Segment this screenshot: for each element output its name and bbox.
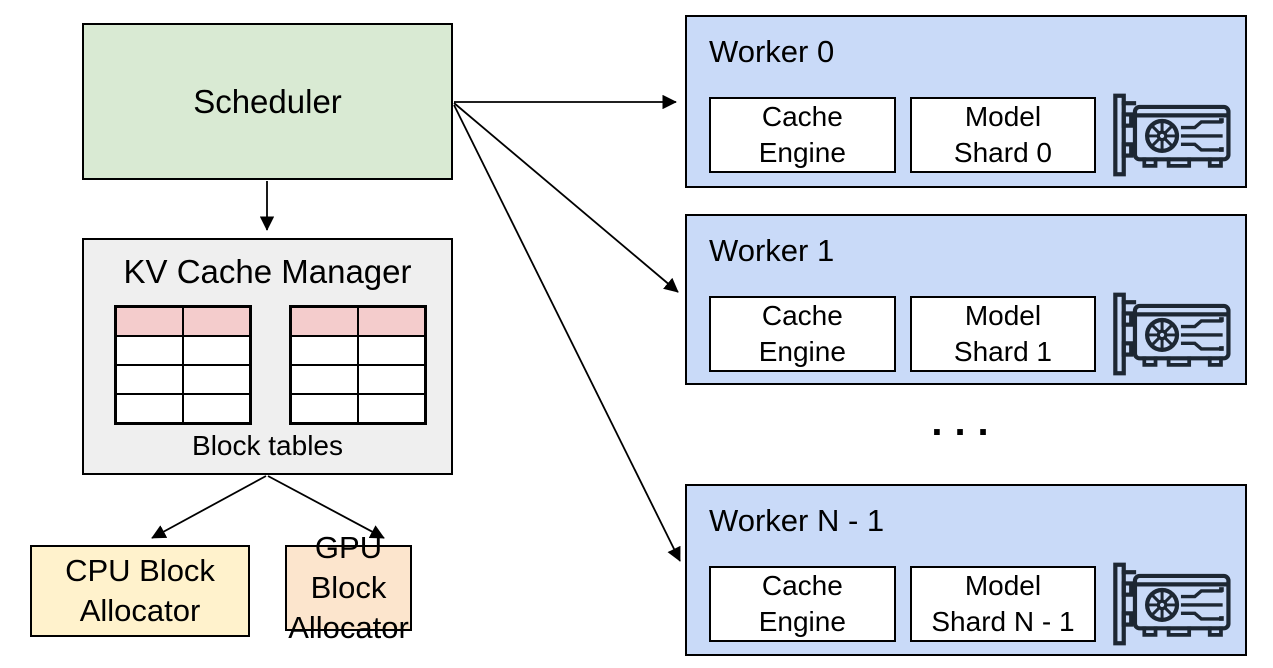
block-tables-group — [84, 305, 451, 425]
cache-engine-label: Cache Engine — [758, 300, 846, 367]
worker-row: Cache Engine Model Shard N - 1 — [709, 562, 1235, 646]
block-table-cell — [358, 365, 425, 394]
kv-cache-manager-box: KV Cache Manager — [82, 238, 453, 475]
model-shard-box: Model Shard N - 1 — [909, 566, 1097, 642]
model-shard-box: Model Shard 0 — [909, 97, 1097, 173]
gpu-card-icon — [1113, 292, 1231, 376]
cpu-block-allocator-box: CPU Block Allocator — [30, 545, 250, 637]
scheduler-box: Scheduler — [82, 23, 453, 180]
block-table-cell — [116, 394, 183, 423]
worker-row: Cache Engine Model Shard 1 — [709, 292, 1235, 376]
model-shard-box: Model Shard 1 — [909, 296, 1097, 372]
gpu-block-allocator-label: GPU Block Allocator — [288, 529, 409, 646]
block-table-cell — [291, 365, 358, 394]
block-table-cell — [183, 394, 250, 423]
block-table-cell — [358, 307, 425, 336]
block-table-cell — [358, 336, 425, 365]
worker-n-1-box: Worker N - 1 Cache Engine Model Shard N … — [685, 484, 1247, 656]
model-shard-label: Model Shard 1 — [953, 300, 1052, 367]
worker-1-box: Worker 1 Cache Engine Model Shard 1 — [685, 214, 1247, 385]
worker-title: Worker N - 1 — [709, 503, 885, 538]
gpu-card-icon — [1113, 93, 1231, 177]
block-table-cell — [183, 365, 250, 394]
gpu-card-icon — [1113, 562, 1231, 646]
block-table-cell — [116, 336, 183, 365]
arrow-scheduler-to-worker-1 — [453, 102, 679, 293]
cache-engine-box: Cache Engine — [709, 296, 896, 372]
cache-engine-label: Cache Engine — [758, 570, 846, 637]
block-table-cell — [116, 307, 183, 336]
model-shard-label: Model Shard N - 1 — [931, 570, 1075, 637]
worker-0-box: Worker 0 Cache Engine Model Shard 0 — [685, 15, 1247, 188]
block-table-left — [114, 305, 252, 425]
arrow-kv-to-cpu-allocator — [151, 475, 267, 539]
block-tables-caption: Block tables — [192, 430, 343, 461]
workers-ellipsis: ... — [931, 400, 1001, 444]
block-table-cell — [291, 336, 358, 365]
worker-title: Worker 0 — [709, 34, 835, 69]
block-table-cell — [291, 394, 358, 423]
model-shard-label: Model Shard 0 — [953, 101, 1052, 168]
cache-engine-box: Cache Engine — [709, 97, 896, 173]
kv-cache-manager-title: KV Cache Manager — [123, 253, 412, 290]
worker-row: Cache Engine Model Shard 0 — [709, 93, 1235, 177]
block-table-right — [289, 305, 427, 425]
block-table-cell — [183, 336, 250, 365]
arrow-scheduler-to-worker-n-1 — [453, 104, 681, 562]
block-table-cell — [358, 394, 425, 423]
block-table-cell — [183, 307, 250, 336]
cache-engine-box: Cache Engine — [709, 566, 896, 642]
block-table-cell — [291, 307, 358, 336]
block-table-cell — [116, 365, 183, 394]
worker-title: Worker 1 — [709, 233, 835, 268]
cpu-block-allocator-label: CPU Block Allocator — [65, 552, 215, 628]
scheduler-label: Scheduler — [193, 82, 342, 120]
gpu-block-allocator-box: GPU Block Allocator — [285, 530, 412, 645]
cache-engine-label: Cache Engine — [758, 101, 846, 168]
